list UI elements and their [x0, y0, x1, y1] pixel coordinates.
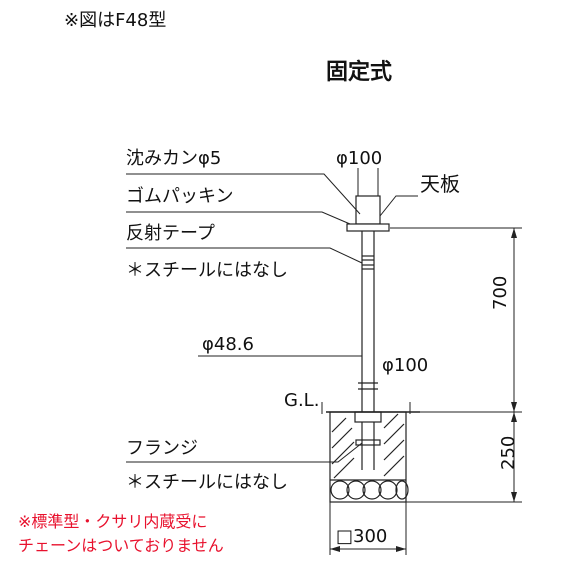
arrow — [396, 546, 406, 552]
footnote-line-2: チェーンはついておりません — [18, 536, 224, 555]
arrow — [511, 412, 517, 422]
label-sink-cap: 沈みカンφ5 — [126, 148, 222, 169]
hatch — [383, 455, 405, 477]
gravel — [362, 480, 382, 500]
label-flange: フランジ — [126, 438, 198, 459]
leader-flange — [126, 442, 363, 463]
hatch — [383, 413, 399, 429]
footnote-line-1: ※標準型・クサリ内蔵受に — [18, 512, 208, 531]
arrow — [511, 228, 517, 238]
label-steel-note-top: ＊スチールにはなし — [126, 260, 288, 281]
hatch — [331, 417, 347, 433]
label-ground-line: G.L. — [284, 390, 320, 411]
page-title: 固定式 — [326, 60, 393, 85]
hatch — [331, 427, 353, 449]
gravel — [395, 480, 409, 500]
hatch — [331, 441, 355, 465]
leader-rubber — [126, 211, 351, 225]
leader-sink-cap — [126, 173, 361, 215]
dimension-700: 700 — [490, 275, 511, 310]
gravel — [330, 480, 350, 500]
arrow — [511, 402, 517, 412]
gravel — [378, 480, 398, 500]
label-dia-top: φ100 — [336, 148, 383, 169]
dimension-250: 250 — [498, 435, 519, 470]
top-cap — [355, 195, 381, 225]
label-rubber-packing: ゴムパッキン — [126, 186, 234, 207]
label-steel-note-bottom: ＊スチールにはなし — [126, 472, 288, 493]
arrow — [330, 546, 340, 552]
gravel — [346, 480, 366, 500]
dimension-foundation: □300 — [336, 526, 388, 547]
hatch — [333, 457, 355, 479]
label-top-plate: 天板 — [420, 172, 460, 196]
hatch — [383, 423, 405, 445]
arrow — [511, 492, 517, 502]
label-dia-pipe: φ48.6 — [202, 334, 254, 355]
flange-bottom — [355, 439, 381, 446]
label-reflective-tape: 反射テープ — [126, 223, 215, 244]
figure-note: ※図はF48型 — [64, 10, 167, 31]
leader-tape — [126, 247, 363, 264]
leader-top-plate — [379, 195, 418, 217]
top-plate — [346, 223, 390, 232]
foundation-block — [329, 411, 407, 503]
flange-collar — [354, 411, 382, 423]
label-dia-mid: φ100 — [382, 355, 429, 376]
hatch — [383, 439, 405, 461]
